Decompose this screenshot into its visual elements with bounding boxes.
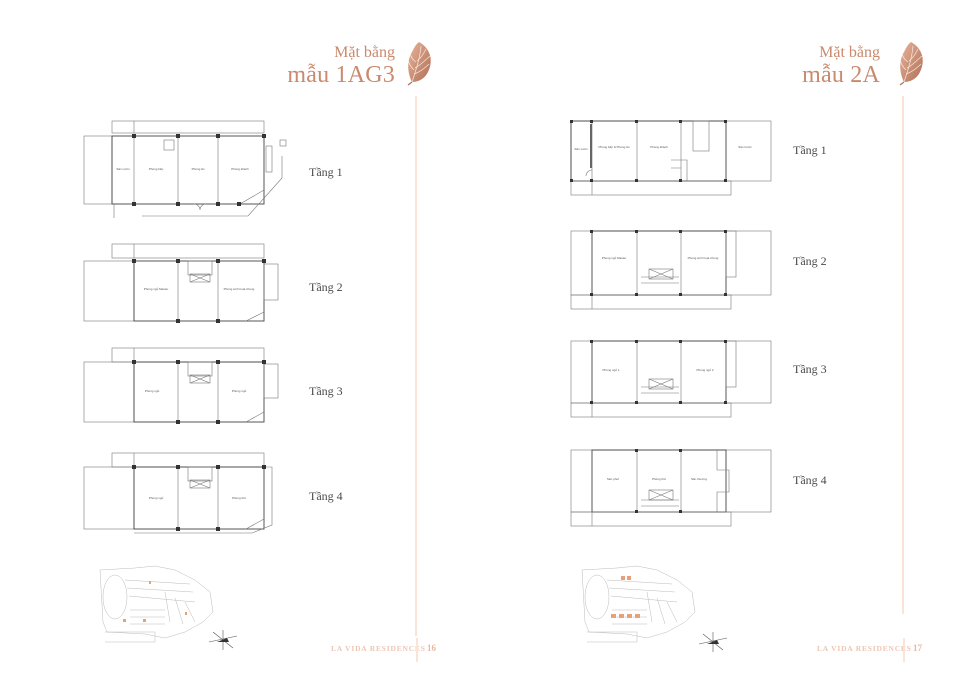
- feather-icon: [407, 42, 431, 86]
- site-plan-map: [99, 565, 214, 643]
- title-big: mẫu 2A: [802, 62, 880, 88]
- floor-plan-2a-tang-4: Sân phơi Phòng thờ Sân thượng: [570, 449, 772, 527]
- site-plan-map: [581, 565, 696, 643]
- floor-plan-2a-tang-1: Sân vườn Phòng bếp & Phòng ăn Phòng khác…: [570, 120, 772, 196]
- room-label: Sân phơi: [607, 477, 619, 481]
- floor-plan-1ag3-tang-3: Phòng ngủ Phòng ngủ: [83, 347, 279, 424]
- room-label: Phòng ngủ Master: [602, 256, 627, 260]
- floor-plan-2a-tang-2: Phòng ngủ Master Phòng sinh hoạt chung: [570, 230, 772, 310]
- room-label: Phòng thờ: [232, 496, 246, 500]
- room-label: Phòng thờ: [652, 477, 666, 481]
- page-divider-line: [902, 96, 904, 614]
- floor-label: Tầng 4: [793, 473, 827, 487]
- footer-brand: LA VIDA RESIDENCES: [817, 644, 912, 653]
- footer-divider: [416, 638, 418, 662]
- right-page: Mặt bằng mẫu 2A: [485, 0, 970, 686]
- room-label: Phòng bếp: [149, 167, 164, 171]
- floor-label: Tầng 3: [793, 362, 827, 376]
- room-label: Phòng sinh hoạt chung: [224, 287, 255, 291]
- page-title: Mặt bằng mẫu 2A: [730, 44, 880, 88]
- title-small: Mặt bằng: [334, 44, 395, 61]
- floor-label: Tầng 4: [309, 489, 343, 503]
- floor-plan-1ag3-tang-1: Sân vườn Phòng bếp Phòng ăn Phòng khách: [83, 120, 287, 218]
- compass-rose-icon: [698, 632, 728, 652]
- compass-rose-icon: [208, 630, 238, 650]
- floor-label: Tầng 2: [793, 254, 827, 268]
- page-title: Mặt bằng mẫu 1AG3: [250, 44, 395, 88]
- room-label: Sân thượng: [691, 477, 707, 481]
- room-label: Phòng khách: [650, 145, 668, 149]
- page-divider-line: [415, 96, 417, 636]
- footer-brand: LA VIDA RESIDENCES: [331, 644, 426, 653]
- title-small: Mặt bằng: [819, 44, 880, 61]
- floor-label: Tầng 1: [309, 165, 343, 179]
- title-big: mẫu 1AG3: [287, 62, 395, 88]
- room-label: Phòng ngủ: [149, 496, 164, 500]
- floor-plan-1ag3-tang-2: Phòng ngủ Master Phòng sinh hoạt chung: [83, 243, 279, 323]
- floor-label: Tầng 1: [793, 143, 827, 157]
- room-label: Phòng sinh hoạt chung: [688, 256, 719, 260]
- room-label: Phòng ngủ 2: [696, 368, 713, 372]
- room-label: Phòng ăn: [192, 167, 205, 171]
- floor-plan-1ag3-tang-4: Phòng ngủ Phòng thờ: [83, 452, 273, 534]
- floor-plan-2a-tang-3: Phòng ngủ 1 Phòng ngủ 2: [570, 340, 772, 418]
- page-number: 17: [913, 643, 922, 653]
- floor-label: Tầng 3: [309, 384, 343, 398]
- page-number: 16: [427, 643, 436, 653]
- floor-label: Tầng 2: [309, 280, 343, 294]
- room-label: Sân vườn: [116, 167, 130, 171]
- feather-icon: [899, 42, 923, 86]
- room-label: Sân vườn: [574, 147, 588, 151]
- room-label: Phòng ngủ: [145, 389, 160, 393]
- left-page: Mặt bằng mẫu 1AG3: [83, 42, 436, 662]
- room-label: Sân trước: [738, 145, 752, 149]
- room-label: Phòng bếp & Phòng ăn: [598, 145, 629, 149]
- room-label: Phòng ngủ Master: [144, 287, 169, 291]
- room-label: Phòng khách: [231, 167, 249, 171]
- room-label: Phòng ngủ: [232, 389, 247, 393]
- room-label: Phòng ngủ 1: [602, 368, 619, 372]
- footer-divider: [903, 638, 905, 662]
